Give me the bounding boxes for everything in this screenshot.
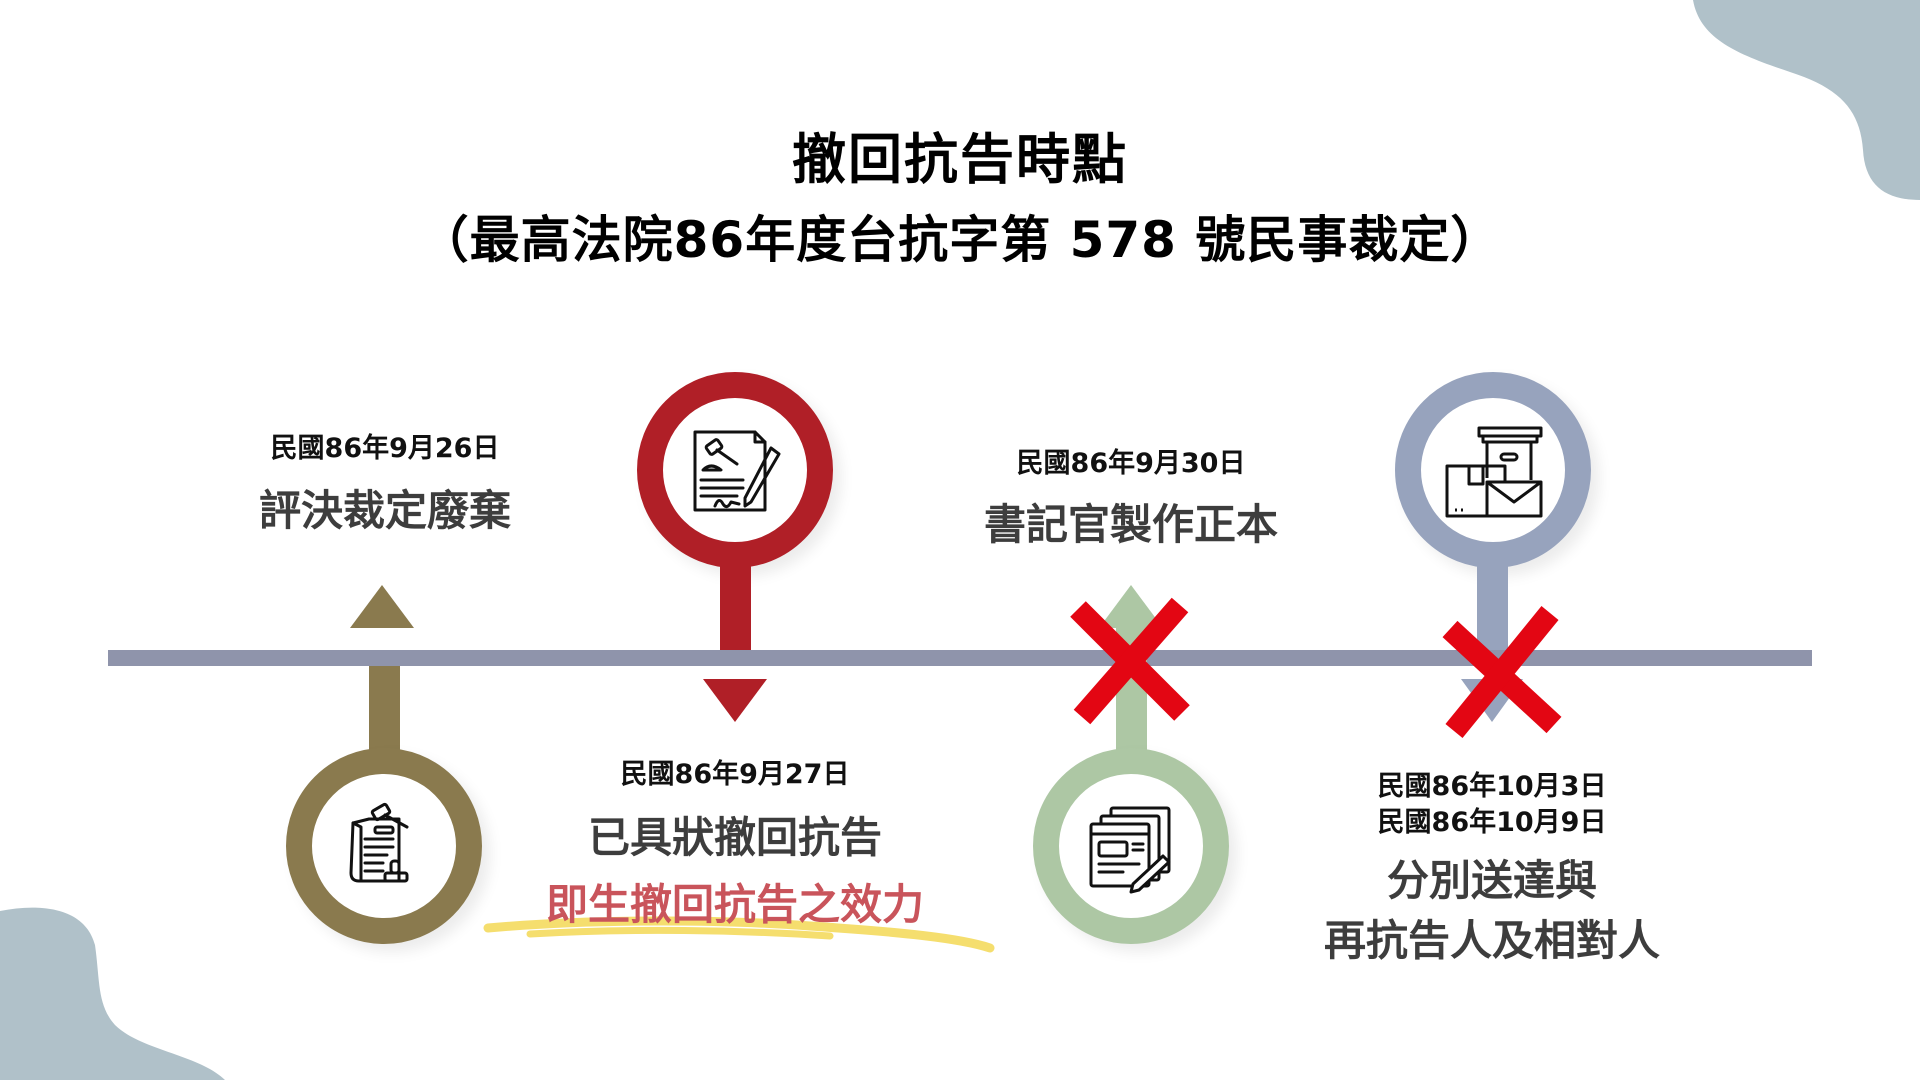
event-4-cross-mark-icon [1442,606,1562,738]
timeline-bar [108,650,1812,666]
signed-contract-gavel-icon [693,430,781,512]
event-1-arrow-up [350,585,414,628]
event-1-label: 評決裁定廢棄 [258,486,511,535]
event-3-cross-mark-icon [1070,597,1190,725]
event-1-icon-ring [286,748,482,944]
event-4-date-1: 民國86年10月3日 [1377,771,1607,802]
event-2-icon-ring [637,372,833,568]
event-3-date: 民國86年9月30日 [1016,448,1246,479]
event-2-label: 已具狀撤回抗告 [587,813,882,862]
event-2-highlight-text: 即生撤回抗告之效力 [545,880,924,929]
event-4-icon-ring [1395,372,1591,568]
event-2-date: 民國86年9月27日 [620,759,850,790]
event-4-label-line-1: 分別送達與 [1386,856,1597,905]
gavel-document-stamp-icon [349,802,409,883]
event-4-stem [1477,566,1508,650]
event-4-date-2: 民國86年10月9日 [1377,807,1607,838]
decorative-blob-bottom-left [0,907,225,1080]
event-2-stem [720,566,751,650]
page-title: 撤回抗告時點 [792,128,1128,191]
event-1-stem [369,666,400,756]
decorative-blob-top-right [1693,0,1920,200]
event-3-label: 書記官製作正本 [983,500,1278,549]
event-1-date: 民國86年9月26日 [270,433,500,464]
highlight-underline [483,916,995,953]
boxes-envelope-delivery-icon [1445,426,1543,518]
event-3-icon-ring [1033,748,1229,944]
documents-pen-icon [1089,806,1171,894]
event-4-label-line-2: 再抗告人及相對人 [1323,916,1660,965]
event-2-arrow-down [703,679,767,722]
page-subtitle-case-citation: （最高法院86年度台抗字第 578 號民事裁定） [418,211,1502,269]
